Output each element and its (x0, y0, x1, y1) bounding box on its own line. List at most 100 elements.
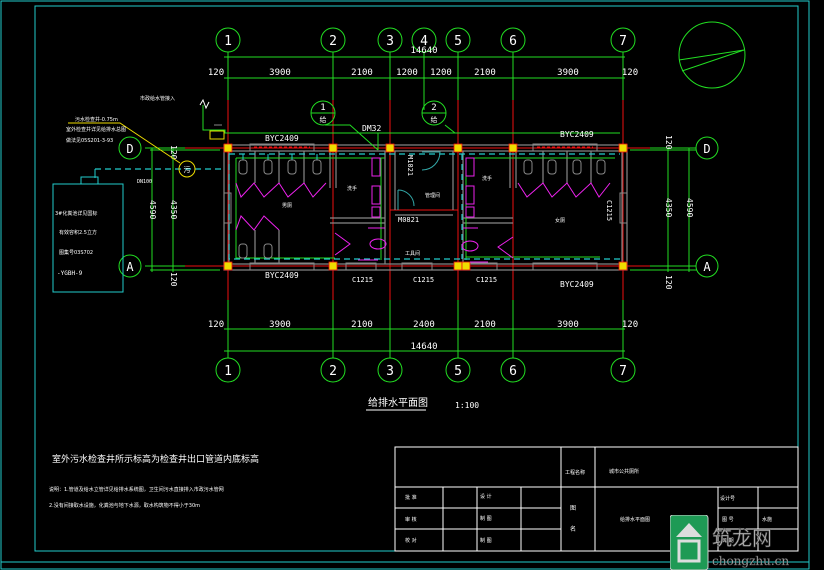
grid-label-top: 1 (224, 34, 232, 49)
toilet-fixture (572, 159, 582, 175)
grid-label-top: 2 (329, 34, 337, 49)
grid-label-bottom: 2 (329, 364, 337, 379)
grid-bubble-top (445, 27, 471, 53)
grid-label-bottom: 6 (509, 364, 517, 379)
dim-top: 2100 (351, 68, 373, 78)
title-row2-b: 制 图 (480, 515, 492, 522)
toilet-fixture (263, 159, 273, 175)
toilet-fixture (523, 159, 533, 175)
row-label-D-left: D (126, 142, 133, 156)
window-label-top-left: BYC2409 (265, 134, 299, 143)
dim-total-bottom: 14640 (410, 342, 437, 352)
grid-bubble-top (610, 27, 636, 53)
water-supply-note: 市政给水管接入 (140, 95, 175, 102)
column-marker (328, 261, 338, 271)
watermark-cn: 筑龙网 (712, 526, 772, 550)
title-drawing-name: 给排水平面图 (620, 516, 650, 523)
grid-label-top: 3 (386, 34, 394, 49)
section-mark-1-sub: 给 (320, 115, 327, 124)
drawing-title: 给排水平面图 (368, 396, 428, 409)
left-dim-120-top: 120 (169, 145, 178, 160)
dim-bottom: 3900 (269, 320, 291, 330)
dim-top: 120 (208, 68, 224, 78)
tank-line-2: 有效容积2.5立方 (59, 229, 97, 236)
grid-label-top: 6 (509, 34, 517, 49)
row-label-D-right: D (703, 142, 710, 156)
left-dim-4590: 4590 (148, 200, 157, 219)
dim-bottom: 2100 (474, 320, 496, 330)
grid-label-top: 7 (619, 34, 627, 49)
title-row3-a: 校 对 (405, 537, 417, 544)
title-block (394, 446, 799, 552)
grid-bubble-top (377, 27, 403, 53)
column-marker (223, 261, 233, 271)
toilet-fixture (238, 243, 248, 259)
grid-bubble-bottom (215, 357, 241, 383)
window-label-c1215-a: C1215 (352, 276, 373, 284)
title-row3-b: 制 图 (480, 537, 492, 544)
notes-line-1: 说明：1.管道及给水立管详见给排水系统图，卫生间污水直接排入市政污水管网 (49, 486, 224, 493)
structural-columns (223, 143, 628, 271)
window-label-c1215-right: C1215 (605, 200, 613, 221)
door-label-m1021: M1021 (406, 155, 414, 176)
title-drawing-label-1: 图 (570, 505, 576, 512)
dim-top: 1200 (396, 68, 418, 78)
room-label-male: 男厕 (282, 203, 292, 209)
window-label-bottom-right: BYC2409 (560, 280, 594, 289)
grid-bubble-top (411, 27, 437, 53)
sewage-mark-label: 污 (184, 166, 191, 174)
column-marker (385, 143, 395, 153)
title-date-label: 日 期 (722, 538, 734, 544)
column-marker (453, 261, 463, 271)
right-dim-4590: 4590 (685, 198, 694, 217)
title-drawing-label-2: 名 (570, 525, 576, 533)
septic-tank: 3#化粪池详见国标 有效容积2.5立方 图集号03S702 -YGBH-9 (52, 176, 124, 293)
row-axis-D: D D (118, 136, 719, 160)
toilet-fixture (238, 159, 248, 175)
row-label-A-right: A (703, 260, 711, 274)
title-design-no-label: 设计号 (720, 495, 735, 502)
title-project-name: 城市公共厕所 (609, 468, 639, 475)
grid-bubble-bottom (500, 357, 526, 383)
window-label-top-right: BYC2409 (560, 130, 594, 139)
dim-total-top: 14640 (410, 46, 437, 56)
room-label-wash-left: 洗手 (347, 185, 357, 192)
watermark-en: chongzhu.cn (712, 554, 789, 568)
water-supply-pipe (202, 105, 620, 260)
sewage-well-mark: 污 (68, 122, 196, 178)
section-mark-2-sub: 给 (431, 115, 438, 124)
grid-label-top: 5 (454, 34, 462, 49)
drawing-scale: 1:100 (455, 401, 479, 410)
column-marker (508, 143, 518, 153)
toilet-fixture (312, 159, 322, 175)
grid-bubble-top (320, 27, 346, 53)
north-arrow-icon (678, 21, 746, 89)
door-label-dm32: DM32 (362, 124, 381, 133)
grid-label-bottom: 1 (224, 364, 232, 379)
grid-bubble-top (500, 27, 526, 53)
title-project-label: 工程名称 (565, 469, 585, 476)
notes-line-2: 2.没有间接取水设施，化粪池与地下水源，取水构筑物不得小于30m (49, 502, 200, 509)
dim-top: 1200 (430, 68, 452, 78)
column-marker (618, 143, 628, 153)
pipe-label-dn100: DN100 (137, 179, 152, 185)
dim-bottom: 120 (622, 320, 638, 330)
grid-bubble-top (215, 27, 241, 53)
toilet-fixture (547, 159, 557, 175)
dim-top: 120 (622, 68, 638, 78)
left-note-3: 做法见05S201-3-93 (66, 137, 113, 144)
dim-bottom: 3900 (557, 320, 579, 330)
toilet-fixture (263, 243, 273, 259)
right-dim-4350: 4350 (664, 198, 673, 217)
section-mark-1-num: 1 (320, 103, 325, 113)
room-label-female: 女厕 (555, 217, 565, 224)
section-mark-2: 2 给 (421, 100, 447, 126)
column-marker (328, 143, 338, 153)
right-dim-120-bottom: 120 (664, 275, 673, 290)
dim-top: 2100 (474, 68, 496, 78)
